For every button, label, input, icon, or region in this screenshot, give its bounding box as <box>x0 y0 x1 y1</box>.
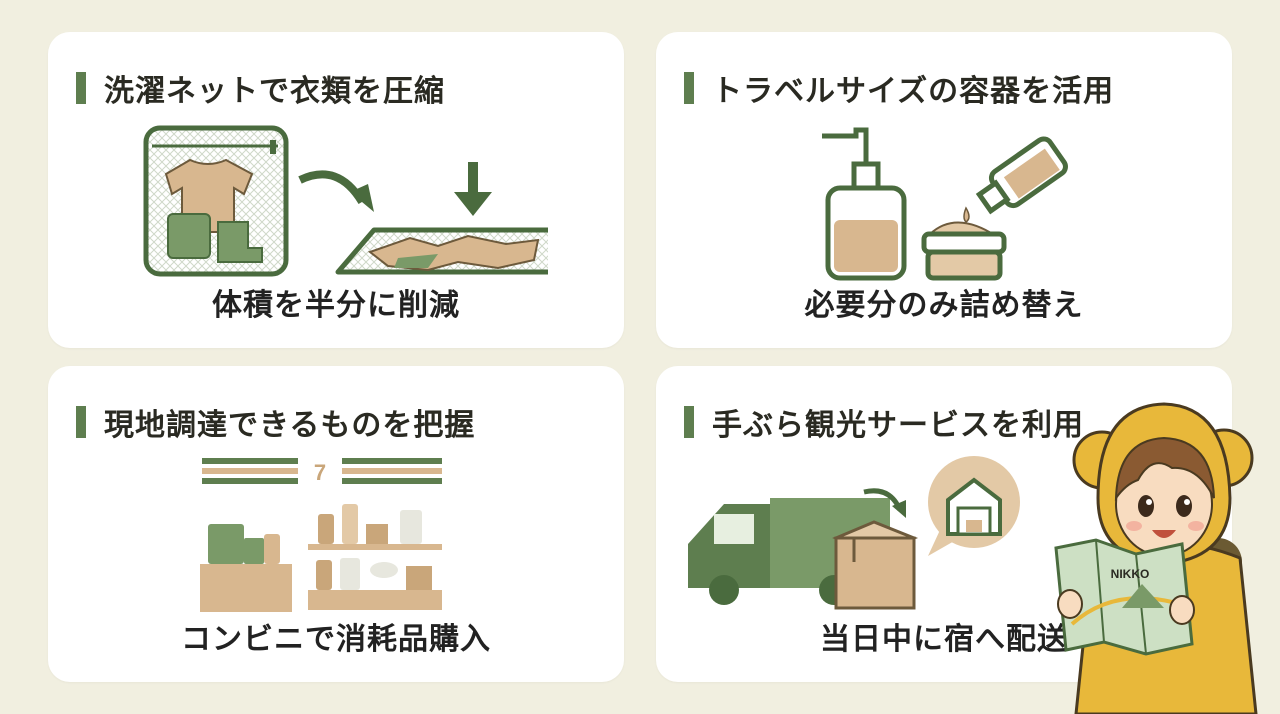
delivery-truck-icon <box>688 498 890 605</box>
card-caption: コンビニで消耗品購入 <box>181 622 491 657</box>
pump-bottle-icon <box>822 127 907 281</box>
card-title-text: トラベルサイズの容器を活用 <box>712 74 1115 109</box>
flattened-clothes-icon <box>335 227 548 275</box>
card-caption: 必要分のみ詰め替え <box>804 288 1084 323</box>
curved-arrow-icon <box>298 170 366 205</box>
card-title-text: 手ぶら観光サービスを利用 <box>712 408 1084 443</box>
mascot-girl-illustration: NIKKO <box>1054 402 1258 714</box>
card-caption: 体積を半分に削減 <box>212 288 460 323</box>
containers-illustration <box>822 127 1068 281</box>
cream-jar-icon <box>921 221 1007 281</box>
card-travel-containers: トラベルサイズの容器を活用 必要分のみ詰め替え <box>656 32 1232 348</box>
warehouse-speech-bubble-icon <box>928 456 1020 556</box>
title-accent-bar <box>76 406 86 438</box>
card-title: トラベルサイズの容器を活用 <box>684 66 1114 110</box>
card-caption: 当日中に宿へ配送 <box>820 622 1068 657</box>
laundry-illustration <box>143 125 548 277</box>
map-label: NIKKO <box>1111 567 1150 581</box>
store-shelf-icon <box>308 504 442 610</box>
package-box-icon <box>832 520 919 610</box>
small-bottle-icon <box>975 136 1068 215</box>
convenience-store-illustration: 7 <box>200 458 442 612</box>
title-accent-bar <box>76 72 86 104</box>
title-accent-bar <box>684 406 694 438</box>
card-title: 洗濯ネットで衣類を圧縮 <box>76 66 445 110</box>
title-accent-bar <box>684 72 694 104</box>
convenience-store-sign-icon: 7 <box>202 458 442 485</box>
card-local-purchase: 現地調達できるものを把握 7 <box>48 366 624 682</box>
cash-register-icon <box>200 524 292 612</box>
card-title: 現地調達できるものを把握 <box>76 400 475 444</box>
card-laundry-net: 洗濯ネットで衣類を圧縮 体積を半分に削減 <box>48 32 624 348</box>
laundry-net-icon <box>143 125 289 277</box>
tourist-map-icon: NIKKO <box>1054 538 1194 656</box>
card-title-text: 現地調達できるものを把握 <box>104 408 476 443</box>
down-arrow-icon <box>454 162 492 216</box>
card-title: 手ぶら観光サービスを利用 <box>684 400 1084 444</box>
card-title-text: 洗濯ネットで衣類を圧縮 <box>104 74 445 109</box>
store-sign-number: 7 <box>314 460 326 485</box>
delivery-illustration <box>688 456 1020 610</box>
